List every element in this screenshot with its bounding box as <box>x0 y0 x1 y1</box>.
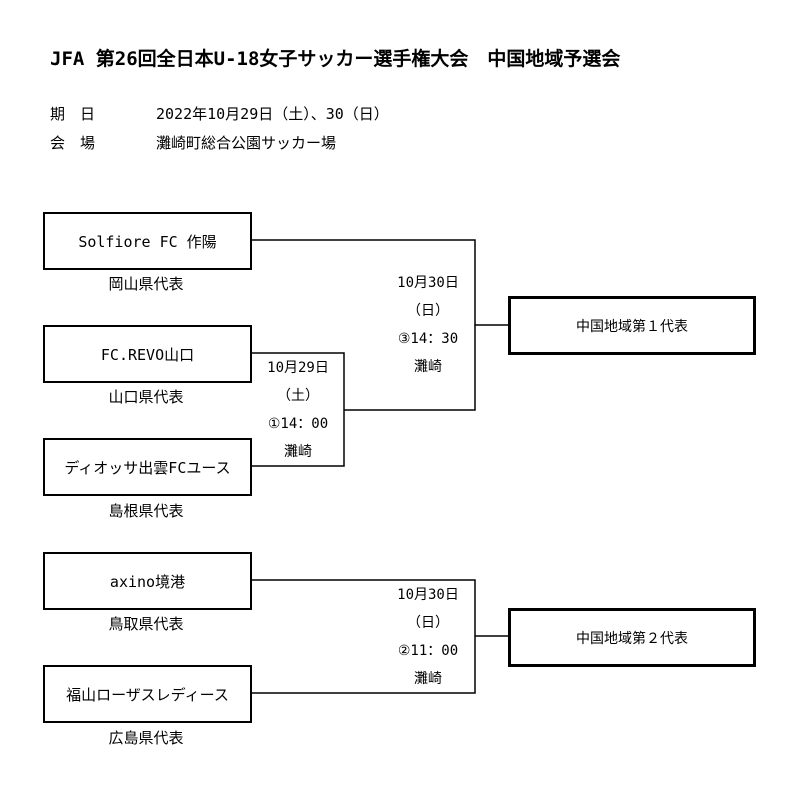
match-date: 10月29日 <box>267 360 329 376</box>
team-prefecture: 山口県代表 <box>108 388 184 406</box>
match-kickoff: ①14：00 <box>267 416 329 432</box>
match-info-1: 10月29日 （土） ①14：00 灘崎 <box>250 354 346 466</box>
venue-value: 灘崎町総合公園サッカー場 <box>156 134 337 152</box>
team-box-revo: FC.REVO山口 <box>43 325 252 383</box>
match-weekday: （日） <box>407 615 449 631</box>
date-label: 期 日 <box>50 105 96 123</box>
match-date: 10月30日 <box>397 587 459 603</box>
team-name: 福山ローザスレディース <box>66 685 229 704</box>
team-box-solfiore: Solfiore FC 作陽 <box>43 212 252 270</box>
page-title: JFA 第26回全日本U-18女子サッカー選手権大会 中国地域予選会 <box>50 48 621 70</box>
match-date: 10月30日 <box>397 275 459 291</box>
team-prefecture: 鳥取県代表 <box>108 615 184 633</box>
match-kickoff: ③14：30 <box>397 331 459 347</box>
match-info-3: 10月30日 （日） ③14：30 灘崎 <box>376 269 480 381</box>
result-label: 中国地域第１代表 <box>576 318 688 335</box>
match-info-2: 10月30日 （日） ②11：00 灘崎 <box>376 581 480 693</box>
team-prefecture: 広島県代表 <box>108 729 184 747</box>
team-box-fukuyama: 福山ローザスレディース <box>43 665 252 723</box>
result-box-second: 中国地域第２代表 <box>508 608 756 667</box>
team-box-diossa: ディオッサ出雲FCユース <box>43 438 252 496</box>
team-name: ディオッサ出雲FCユース <box>64 458 231 477</box>
team-prefecture: 岡山県代表 <box>108 275 184 293</box>
result-box-first: 中国地域第１代表 <box>508 296 756 355</box>
match-weekday: （日） <box>407 303 449 319</box>
result-label: 中国地域第２代表 <box>576 630 688 647</box>
match-venue: 灘崎 <box>414 671 442 687</box>
date-value: 2022年10月29日（土）、30（日） <box>156 105 389 123</box>
team-prefecture: 島根県代表 <box>108 502 184 520</box>
match-venue: 灘崎 <box>284 444 312 460</box>
match-venue: 灘崎 <box>414 359 442 375</box>
team-name: Solfiore FC 作陽 <box>78 232 217 251</box>
team-name: FC.REVO山口 <box>100 345 195 364</box>
match-kickoff: ②11：00 <box>397 643 459 659</box>
match-weekday: （土） <box>277 388 319 404</box>
team-box-axino: axino境港 <box>43 552 252 610</box>
venue-label: 会 場 <box>50 134 96 152</box>
team-name: axino境港 <box>109 572 186 591</box>
